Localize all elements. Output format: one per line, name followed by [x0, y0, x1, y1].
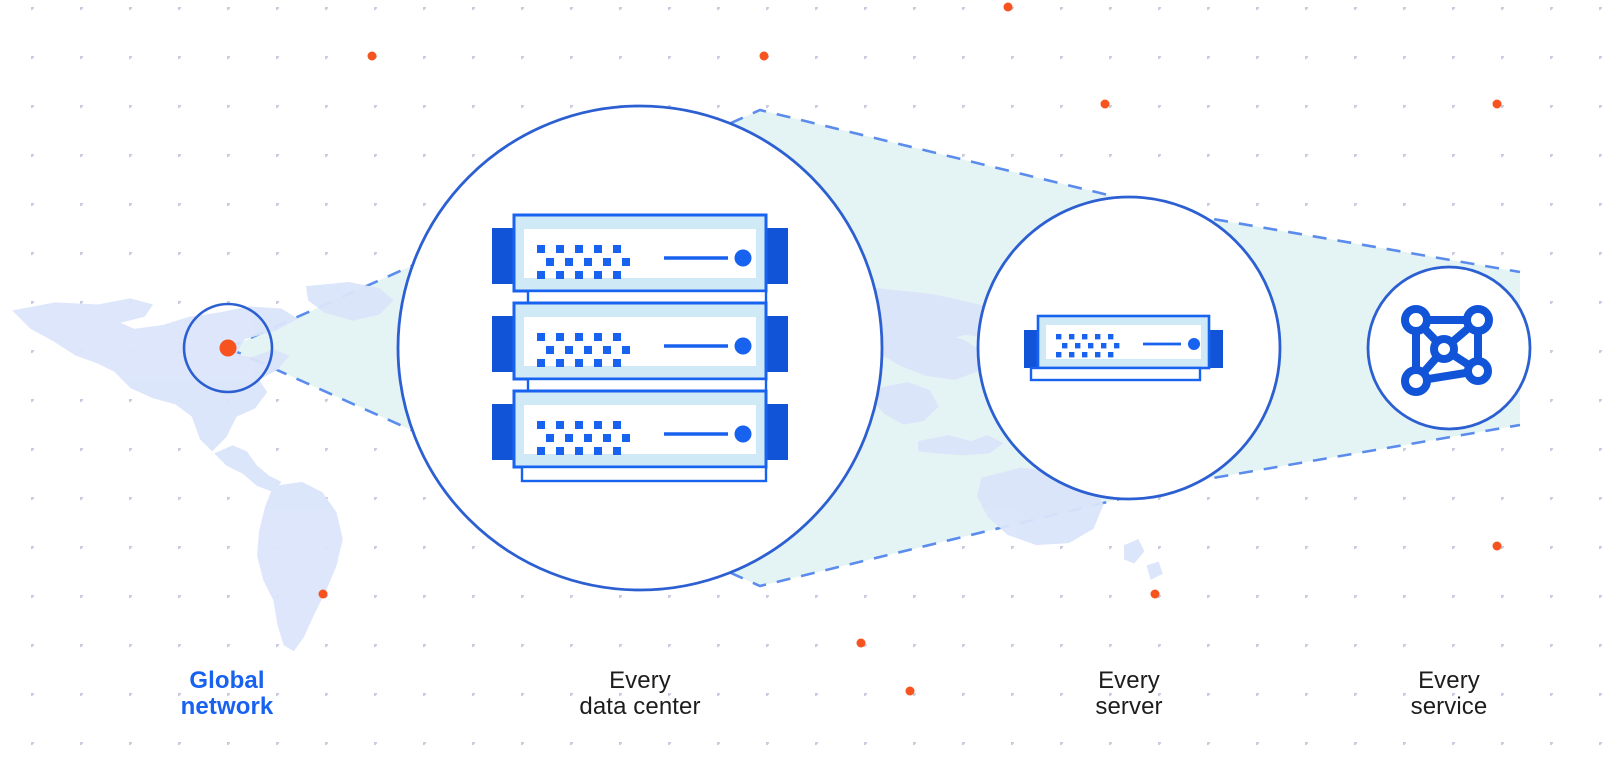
mesh-node-top-left [1401, 305, 1431, 335]
rack-unit-3-status-led [734, 425, 752, 443]
mesh-network-icon-nodes [1401, 305, 1493, 396]
rack-unit-3-tab-left [492, 404, 514, 460]
single-server-dot-matrix [1056, 334, 1120, 358]
rack-unit-1 [492, 213, 788, 305]
rack-unit-2-tab-left [492, 316, 514, 372]
rack-unit-2-dot-matrix [537, 333, 630, 367]
rack-unit-1-panel [524, 229, 756, 278]
rack-unit-3-base [520, 465, 768, 483]
mesh-node-center [1430, 335, 1458, 363]
map-highlight-circle [182, 302, 274, 394]
rack-unit-3-dot-matrix [537, 421, 630, 455]
accent-dot-6 [1492, 541, 1502, 551]
accent-dot-0 [1003, 2, 1013, 12]
rack-unit-2-status-led [734, 337, 752, 355]
rack-unit-1-tab-right [766, 228, 788, 284]
rack-unit-3-panel [524, 405, 756, 454]
rack-unit-3 [492, 389, 788, 483]
accent-dot-5 [222, 343, 232, 353]
accent-dot-1 [367, 51, 377, 61]
accent-dot-8 [1150, 589, 1160, 599]
rack-unit-2-tab-right [766, 316, 788, 372]
rack-unit-1-status-led [734, 249, 752, 267]
mesh-node-bottom-left [1401, 366, 1431, 396]
accent-dot-10 [905, 686, 915, 696]
single-server-tab-left [1024, 330, 1038, 368]
mesh-node-bottom-right [1464, 357, 1492, 385]
single-server-tab-right [1209, 330, 1223, 368]
single-server [1024, 314, 1223, 382]
server-rack [492, 213, 788, 483]
rack-unit-2-panel [524, 317, 756, 366]
accent-dot-7 [318, 589, 328, 599]
single-server-status-led [1188, 338, 1200, 350]
rack-unit-3-tab-right [766, 404, 788, 460]
accent-dot-3 [1100, 99, 1110, 109]
funnel-dash-bottom [227, 346, 1521, 588]
single-server-base [1029, 366, 1202, 382]
mesh-node-top-right [1463, 305, 1493, 335]
accent-dot-4 [1492, 99, 1502, 109]
funnel-dash-top [227, 108, 1521, 350]
accent-dot-9 [856, 638, 866, 648]
accent-dot-2 [759, 51, 769, 61]
rack-unit-1-dot-matrix [537, 245, 630, 279]
rack-unit-1-tab-left [492, 228, 514, 284]
